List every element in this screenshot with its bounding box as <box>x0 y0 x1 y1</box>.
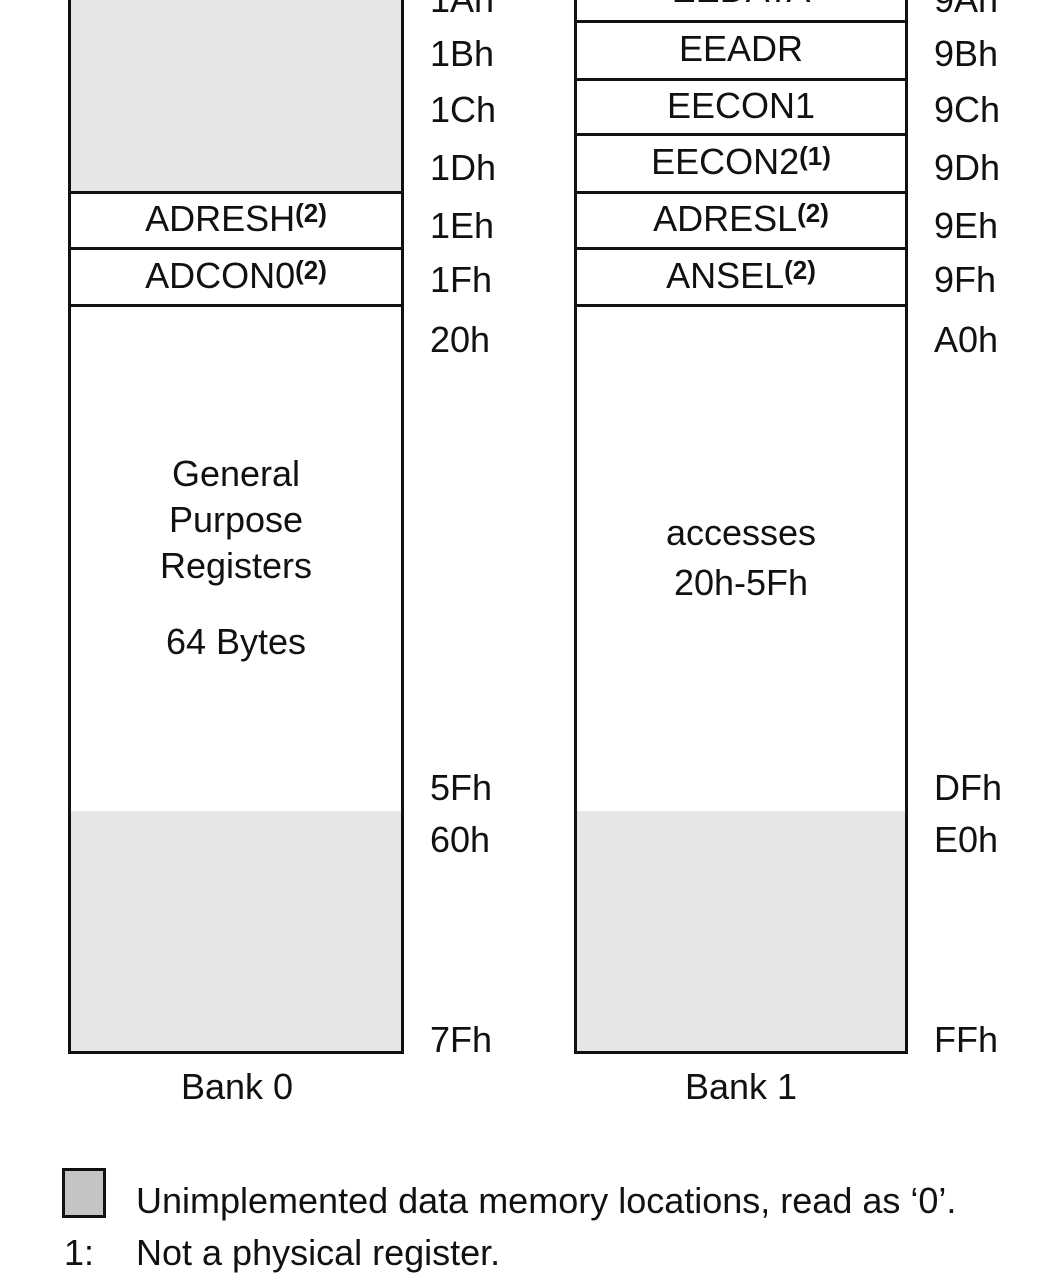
bank0-register-row <box>68 78 404 136</box>
bank1-register-name: EECON2 <box>651 141 800 182</box>
bank0-register-footnote: (2) <box>295 254 327 285</box>
bank1-unimpl-start-address: E0h <box>934 819 999 860</box>
access-line2: 20h-5Fh <box>673 561 809 603</box>
bank0-register-row: ADCON0(2) <box>68 247 404 307</box>
bank1-access-end-address: DFh <box>934 767 1003 808</box>
bank1-register-row: EEDATA <box>574 0 908 23</box>
bank0-register-address: 1Ch <box>430 89 497 130</box>
bank1-register-address: 9Ah <box>934 0 998 18</box>
bank1-register-name: EECON1 <box>666 84 816 126</box>
bank0-register-address: 1Bh <box>430 33 495 74</box>
note-text: Not a physical register. <box>136 1232 501 1273</box>
bank0-register-name: ADCON0 <box>145 254 296 296</box>
bank1-register-footnote: (1) <box>799 141 831 171</box>
gpr-line2: Purpose <box>168 498 304 540</box>
bank0-register-row: ADRESH(2) <box>68 191 404 250</box>
bank0-register-row <box>68 133 404 194</box>
bank1-register-address: 9Ch <box>934 89 1001 130</box>
bank1-register-row: ADRESL(2) <box>574 191 908 250</box>
bank1-register-name: EEADR <box>678 28 804 69</box>
bank1-register-name: EEDATA <box>672 0 811 8</box>
unimplemented-legend-swatch <box>62 1168 106 1218</box>
bank0-register-address: 1Fh <box>430 259 493 300</box>
bank1-register-row: EECON2(1) <box>574 133 908 194</box>
gpr-line1: General <box>171 452 301 494</box>
bank1-access-block: accesses 20h-5Fh <box>574 304 908 814</box>
bank1-register-name: ADRESL <box>653 198 798 239</box>
bank0-label: Bank 0 <box>180 1066 294 1107</box>
bank0-register-address: 1Ah <box>430 0 494 18</box>
bank1-unimpl-end-address: FFh <box>934 1019 999 1060</box>
bank1-register-address: 9Eh <box>934 205 999 246</box>
bank0-general-purpose-registers: General Purpose Registers 64 Bytes <box>68 304 404 814</box>
bank1-unimplemented-block <box>574 811 908 1054</box>
bank0-unimpl-start-address: 60h <box>430 819 491 860</box>
bank1-register-address: 9Bh <box>934 33 999 74</box>
bank0-register-row <box>68 20 404 81</box>
bank0-gpr-start-address: 20h <box>430 319 491 360</box>
gpr-line3: Registers <box>159 544 313 586</box>
bank1-access-start-address: A0h <box>934 319 999 360</box>
gpr-size: 64 Bytes <box>165 620 307 662</box>
bank0-gpr-end-address: 5Fh <box>430 767 493 808</box>
access-line1: accesses <box>665 511 817 553</box>
bank0-register-footnote: (2) <box>295 198 327 228</box>
bank0-register-address: 1Dh <box>430 147 497 188</box>
bank1-label: Bank 1 <box>684 1066 798 1107</box>
bank1-register-name: ANSEL <box>666 254 785 296</box>
bank1-register-row: EEADR <box>574 20 908 81</box>
bank1-register-footnote: (2) <box>797 198 829 228</box>
bank0-unimplemented-block <box>68 811 404 1054</box>
bank1-register-address: 9Dh <box>934 147 1001 188</box>
bank0-register-name: ADRESH <box>145 198 296 239</box>
bank0-register-address: 1Eh <box>430 205 495 246</box>
bank1-register-row: EECON1 <box>574 78 908 136</box>
bank1-register-address: 9Fh <box>934 259 997 300</box>
bank1-register-row: ANSEL(2) <box>574 247 908 307</box>
bank0-unimpl-end-address: 7Fh <box>430 1019 493 1060</box>
note-number: 1: <box>64 1232 95 1273</box>
unimplemented-legend-text: Unimplemented data memory locations, rea… <box>136 1180 957 1221</box>
bank1-register-footnote: (2) <box>784 254 816 285</box>
